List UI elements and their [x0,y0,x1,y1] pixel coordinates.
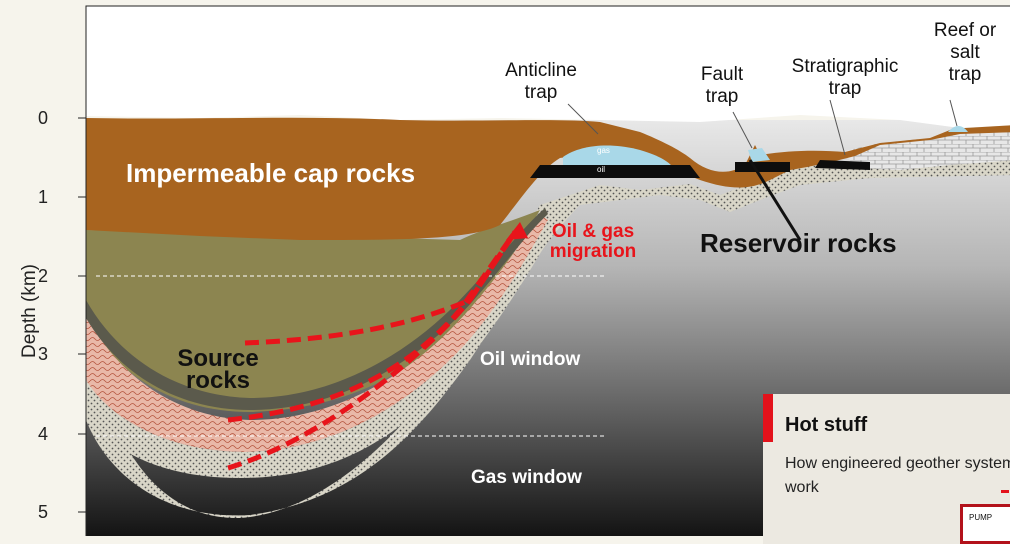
fault-pointer [732,111,753,149]
inset-pump-label: PUMP [969,513,993,522]
inset-pump-box: PUMP [960,504,1010,544]
tick-2: 2 [38,266,49,286]
oil-label: oil [597,165,606,174]
hot-stuff-inset: Hot stuff How engineered geother systems… [763,394,1010,544]
strat-oil [815,160,870,170]
tick-1: 1 [38,187,49,207]
inset-title: Hot stuff [785,414,868,436]
migration-arrowhead [506,222,528,240]
lower-dotted-band [86,220,556,478]
reef-gas [948,126,968,132]
dark-band [86,208,548,410]
inset-subtitle: How engineered geother systems work [785,455,1010,496]
oil-window-label: Oil window [480,349,581,370]
reef-pointer [949,99,958,127]
source-rocks-label: Source rocks [177,345,259,394]
tick-5: 5 [38,502,49,522]
tick-0: 0 [38,108,49,128]
cap-rocks-label: Impermeable cap rocks [126,158,416,188]
inset-accent-bar [763,394,773,442]
fault-line [748,159,802,241]
gas-window-label: Gas window [471,467,582,488]
shale-band [86,215,548,452]
diagram-frame [85,5,1010,536]
fault-gas [748,148,770,162]
inset-red-mark [1001,490,1009,493]
stratigraphic-trap-label: Stratigraphic trap [791,56,899,99]
fault-trap-label: Fault trap [700,64,744,107]
brick-layer [840,130,1010,170]
fault-oil [735,162,790,172]
anticline-pointer [567,103,599,135]
sky-region [86,6,1010,128]
anticline-oil [530,165,700,178]
gas-label: gas [597,146,610,155]
strat-pointer [829,99,846,156]
anticline-gas [563,145,675,170]
tick-3: 3 [38,344,49,364]
reef-trap-label: Reef or salt trap [933,20,997,85]
migration-arrow-upper [244,230,518,346]
migration-label: Oil & gas migration [549,221,637,262]
cap-rock-layer [86,117,1010,240]
reservoir-rocks-label: Reservoir rocks [700,228,897,258]
source-rock-basin [86,210,540,412]
migration-arrow-lower [227,230,518,471]
tick-4: 4 [38,424,49,444]
anticline-trap-label: Anticline trap [505,60,577,103]
